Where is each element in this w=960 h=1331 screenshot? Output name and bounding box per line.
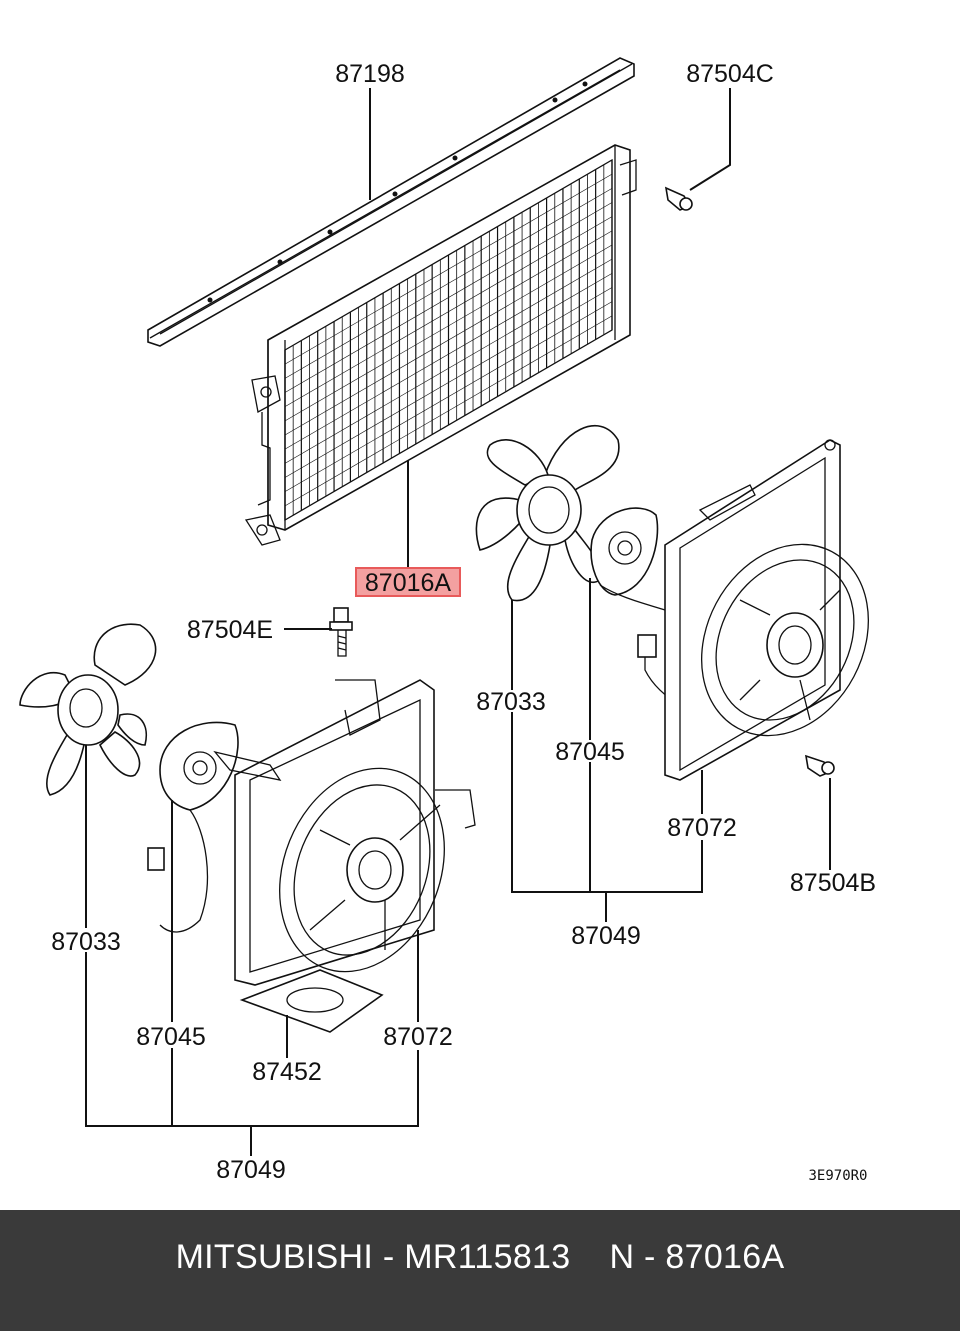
tube-line [284, 188, 613, 379]
tube-line [284, 173, 613, 365]
label-87049-right[interactable]: 87049 [571, 922, 641, 950]
label-87504E[interactable]: 87504E [187, 616, 273, 644]
tube-line [284, 244, 613, 436]
label-87033-left[interactable]: 87033 [51, 928, 121, 956]
footer-part-info: MITSUBISHI - MR115813 N - 87016A [175, 1238, 785, 1276]
label-87452[interactable]: 87452 [252, 1058, 322, 1086]
condenser-fins [284, 160, 613, 520]
label-87033-right[interactable]: 87033 [476, 688, 546, 716]
label-87504C[interactable]: 87504C [686, 60, 774, 88]
fan-motor-right-87045 [590, 507, 741, 726]
tube-line [284, 230, 613, 422]
fan-shroud-right-87072 [664, 439, 869, 781]
label-87072-right[interactable]: 87072 [667, 814, 737, 842]
gasket-87452 [239, 969, 384, 1033]
tube-line [284, 315, 613, 507]
leader-lines [85, 88, 831, 1156]
label-87049-left[interactable]: 87049 [216, 1156, 286, 1184]
tube-line [284, 258, 613, 450]
bolt-87504C [664, 186, 693, 211]
label-87045-right[interactable]: 87045 [555, 738, 625, 766]
tube-line [284, 216, 613, 407]
tube-line [284, 202, 613, 393]
label-87045-left[interactable]: 87045 [136, 1023, 206, 1051]
part-labels: 87198 87504C 87016A 87504E 87033 87045 8… [51, 60, 876, 1184]
parts-diagram: 87198 87504C 87016A 87504E 87033 87045 8… [19, 57, 876, 1184]
label-87198[interactable]: 87198 [335, 60, 405, 88]
fan-shroud-left-87072 [213, 679, 476, 986]
fan-blade-left-87033 [19, 623, 157, 796]
exploded-view-drawing: 87198 87504C 87016A 87504E 87033 87045 8… [19, 57, 876, 1184]
label-87072-left[interactable]: 87072 [383, 1023, 453, 1051]
fan-blade-right-87033 [475, 424, 620, 602]
label-87016A[interactable]: 87016A [365, 569, 452, 597]
bolt-87504B [804, 754, 835, 777]
tube-line [284, 273, 613, 464]
diagram-code: 3E970R0 [808, 1168, 867, 1184]
tube-line [284, 287, 613, 478]
tube-line [284, 301, 613, 492]
highlight-box [355, 567, 461, 597]
condenser-87016A [244, 144, 637, 546]
fan-motor-left-87045 [147, 721, 239, 933]
top-bracket-87198 [147, 57, 635, 347]
footer-bar: MITSUBISHI - MR115813 N - 87016A [0, 1210, 960, 1331]
bolt-87504E [329, 607, 353, 657]
label-87504B[interactable]: 87504B [790, 869, 876, 897]
